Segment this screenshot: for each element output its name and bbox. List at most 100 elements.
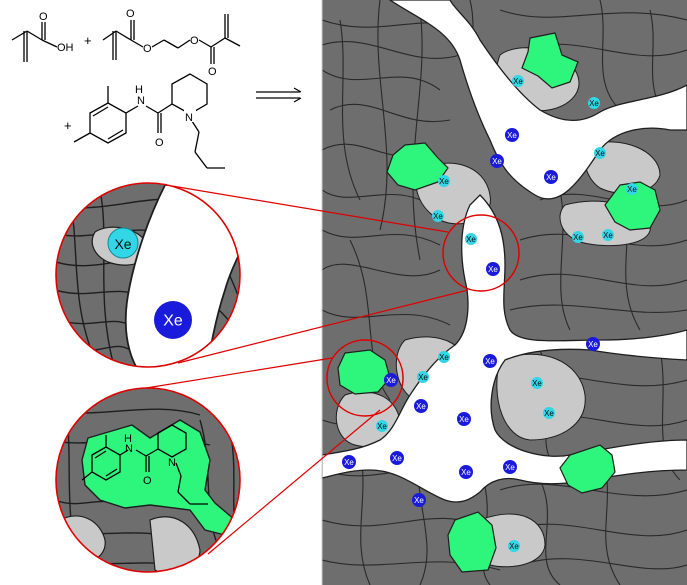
void-space: [322, 0, 687, 503]
atom-o-label: O: [39, 11, 48, 23]
zoom-connectors: [139, 185, 469, 555]
atom-o-label: O: [126, 8, 135, 20]
xenon-label: Xe: [505, 463, 515, 472]
atom-n-label: N: [125, 443, 133, 455]
xenon-atom-bound: [572, 231, 584, 243]
template-molecule-zoom: [81, 424, 208, 505]
xenon-label: Xe: [627, 185, 637, 194]
xenon-label: Xe: [439, 177, 449, 186]
zoom-target-circle: [442, 214, 520, 292]
xenon-atom-bound: [588, 97, 600, 109]
xenon-atom-free: [414, 399, 428, 413]
xenon-label: Xe: [492, 157, 502, 166]
atom-o-label: O: [208, 66, 217, 78]
atom-o-label: O: [190, 35, 199, 47]
xenon-label: Xe: [344, 458, 354, 467]
xenon-atom-bound: [465, 233, 477, 245]
reaction-arrow: [256, 87, 302, 103]
xenon-atom-bound: [438, 351, 450, 363]
bupivacaine-template: [73, 73, 225, 169]
atom-o-label: O: [143, 475, 152, 487]
template-site: [604, 181, 661, 231]
atom-n-label: N: [137, 95, 145, 107]
xenon-label: Xe: [595, 149, 605, 158]
xenon-atom-free: [342, 455, 356, 469]
xenon-label: Xe: [589, 99, 599, 108]
xenon-atom-free: [483, 354, 497, 368]
xenon-label: Xe: [466, 235, 476, 244]
atom-h-label: H: [135, 84, 143, 96]
xenon-label: Xe: [163, 313, 183, 330]
xenon-atom-free: [544, 170, 558, 184]
xenon-label: Xe: [544, 409, 554, 418]
atom-o-label: O: [155, 137, 164, 149]
zoom-view-xenon-in-cavity: Xe Xe: [55, 182, 241, 368]
template-site: [386, 142, 449, 191]
zoom-view-template-site: N H O N: [55, 387, 241, 573]
xenon-atom-free: [505, 128, 519, 142]
atom-h-label: H: [124, 433, 132, 445]
template-site: [447, 511, 497, 573]
xenon-label: Xe: [509, 542, 519, 551]
xenon-atom-free: [486, 262, 500, 276]
xenon-label: Xe: [414, 496, 424, 505]
zoom-target-circle: [326, 339, 404, 417]
atom-n-label: N: [168, 457, 176, 469]
xenon-atom-free: [154, 301, 192, 339]
xenon-atom-bound: [543, 407, 555, 419]
xenon-atom-free: [412, 493, 426, 507]
xenon-atom-bound: [376, 420, 388, 432]
xenon-label: Xe: [392, 454, 402, 463]
plus-sign: +: [84, 33, 92, 48]
xenon-label: Xe: [416, 402, 426, 411]
atom-oh-label: OH: [57, 42, 74, 54]
xenon-label: Xe: [433, 212, 443, 221]
xenon-atom-bound: [107, 227, 139, 259]
xenon-atom-bound: [508, 540, 520, 552]
xenon-label: Xe: [485, 357, 495, 366]
template-binding-sites: [337, 32, 661, 573]
xenon-atom-free: [586, 337, 600, 351]
template-site: [559, 444, 616, 494]
xenon-label: Xe: [488, 265, 498, 274]
methacrylic-acid: [11, 22, 58, 62]
xenon-atom-bound: [438, 175, 450, 187]
template-site: [521, 32, 579, 89]
xenon-atom-free: [390, 451, 404, 465]
n-label-backdrop: [184, 110, 196, 122]
xenon-label: Xe: [532, 379, 542, 388]
xenon-atom-bound: [602, 229, 614, 241]
xenon-label: Xe: [377, 422, 387, 431]
xenon-label: Xe: [439, 353, 449, 362]
xenon-atom-bound: [417, 371, 429, 383]
xenon-label: Xe: [573, 233, 583, 242]
xenon-atom-free: [503, 460, 517, 474]
xenon-label: Xe: [461, 468, 471, 477]
xenon-atom-bound: [594, 147, 606, 159]
xenon-label: Xe: [603, 231, 613, 240]
xenon-atom-free: [457, 412, 471, 426]
xenon-atom-free: [384, 373, 398, 387]
xenon-label: Xe: [588, 340, 598, 349]
xenon-atom-free: [459, 465, 473, 479]
xenon-label: Xe: [507, 131, 517, 140]
xenon-atom-bound: [626, 183, 638, 195]
xenon-label: Xe: [114, 236, 131, 252]
template-site: [337, 349, 391, 395]
atom-n-label: N: [185, 112, 193, 124]
plus-sign: +: [64, 118, 72, 133]
xenon-label: Xe: [418, 373, 428, 382]
egdma-crosslinker: [102, 14, 241, 64]
xenon-label: Xe: [459, 415, 469, 424]
atom-o-label: O: [143, 43, 152, 55]
xenon-label: Xe: [386, 376, 396, 385]
xenon-atom-free: [490, 154, 504, 168]
xenon-atom-bound: [531, 377, 543, 389]
xenon-label: Xe: [513, 77, 523, 86]
xenon-atom-bound: [432, 210, 444, 222]
xenon-label: Xe: [546, 173, 556, 182]
xenon-atom-bound: [512, 75, 524, 87]
